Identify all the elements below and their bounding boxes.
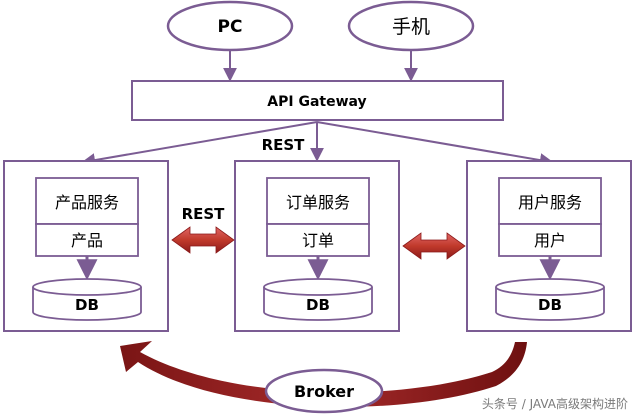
mobile-label: 手机 [392, 16, 430, 38]
broker: Broker [264, 368, 384, 414]
db-cylinder: DB [32, 278, 142, 321]
db-cylinder: DB [263, 278, 373, 321]
service-entity: 用户 [534, 231, 566, 250]
api-gateway: API Gateway [131, 80, 504, 121]
service-product: 产品服务 产品 DB [3, 160, 169, 332]
db-label: DB [306, 296, 330, 314]
mobile-client: 手机 [347, 0, 475, 52]
broker-label: Broker [294, 382, 354, 401]
service-entity: 订单 [302, 231, 334, 250]
pc-client: PC [166, 0, 294, 52]
gateway-to-product-arrow [81, 121, 318, 168]
order-user-rest-arrow [402, 232, 466, 260]
service-name: 产品服务 [55, 193, 119, 212]
gateway-rest-label: REST [262, 136, 306, 154]
service-rest-label: REST [182, 205, 226, 223]
gateway-label: API Gateway [267, 94, 366, 110]
pc-label: PC [218, 17, 243, 37]
product-order-rest-arrow [171, 226, 235, 254]
db-label: DB [538, 296, 562, 314]
service-name: 用户服务 [518, 193, 582, 212]
db-label: DB [75, 296, 99, 314]
service-entity: 产品 [71, 231, 103, 250]
watermark-text: 头条号 / JAVA高级架构进阶 [482, 396, 628, 411]
service-name: 订单服务 [286, 193, 350, 212]
service-order: 订单服务 订单 DB [234, 160, 400, 332]
service-user: 用户服务 用户 DB [466, 160, 632, 332]
db-cylinder: DB [495, 278, 605, 321]
broker-curve-arrow [120, 341, 527, 407]
gateway-to-user-arrow [316, 121, 554, 168]
